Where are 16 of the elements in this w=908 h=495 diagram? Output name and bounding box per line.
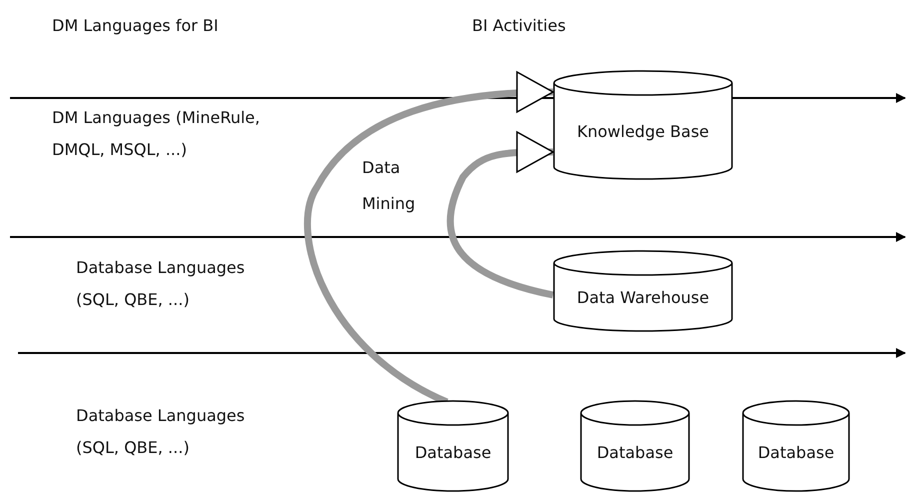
node-label: Data Warehouse [576,288,710,306]
layer-label: Database Languages (SQL, QBE, ...) [76,257,246,311]
layer-label: DM Languages (MineRule, DMQL, MSQL, ...) [52,107,261,161]
column-heading: DM Languages for BI [52,15,220,37]
column-heading: BI Activities [472,15,567,37]
database-cylinder [580,400,690,492]
database-cylinder [397,400,509,492]
knowledge-base-cylinder [553,70,733,180]
curved-arrow [446,131,554,298]
node-label: Database [596,442,674,462]
database-cylinder [742,400,850,492]
layer-label: Database Languages (SQL, QBE, ...) [76,405,246,459]
data-warehouse-cylinder [553,250,733,332]
node-label: Database [756,442,836,462]
node-label: Database [414,442,492,462]
node-label: Knowledge Base [576,122,710,140]
